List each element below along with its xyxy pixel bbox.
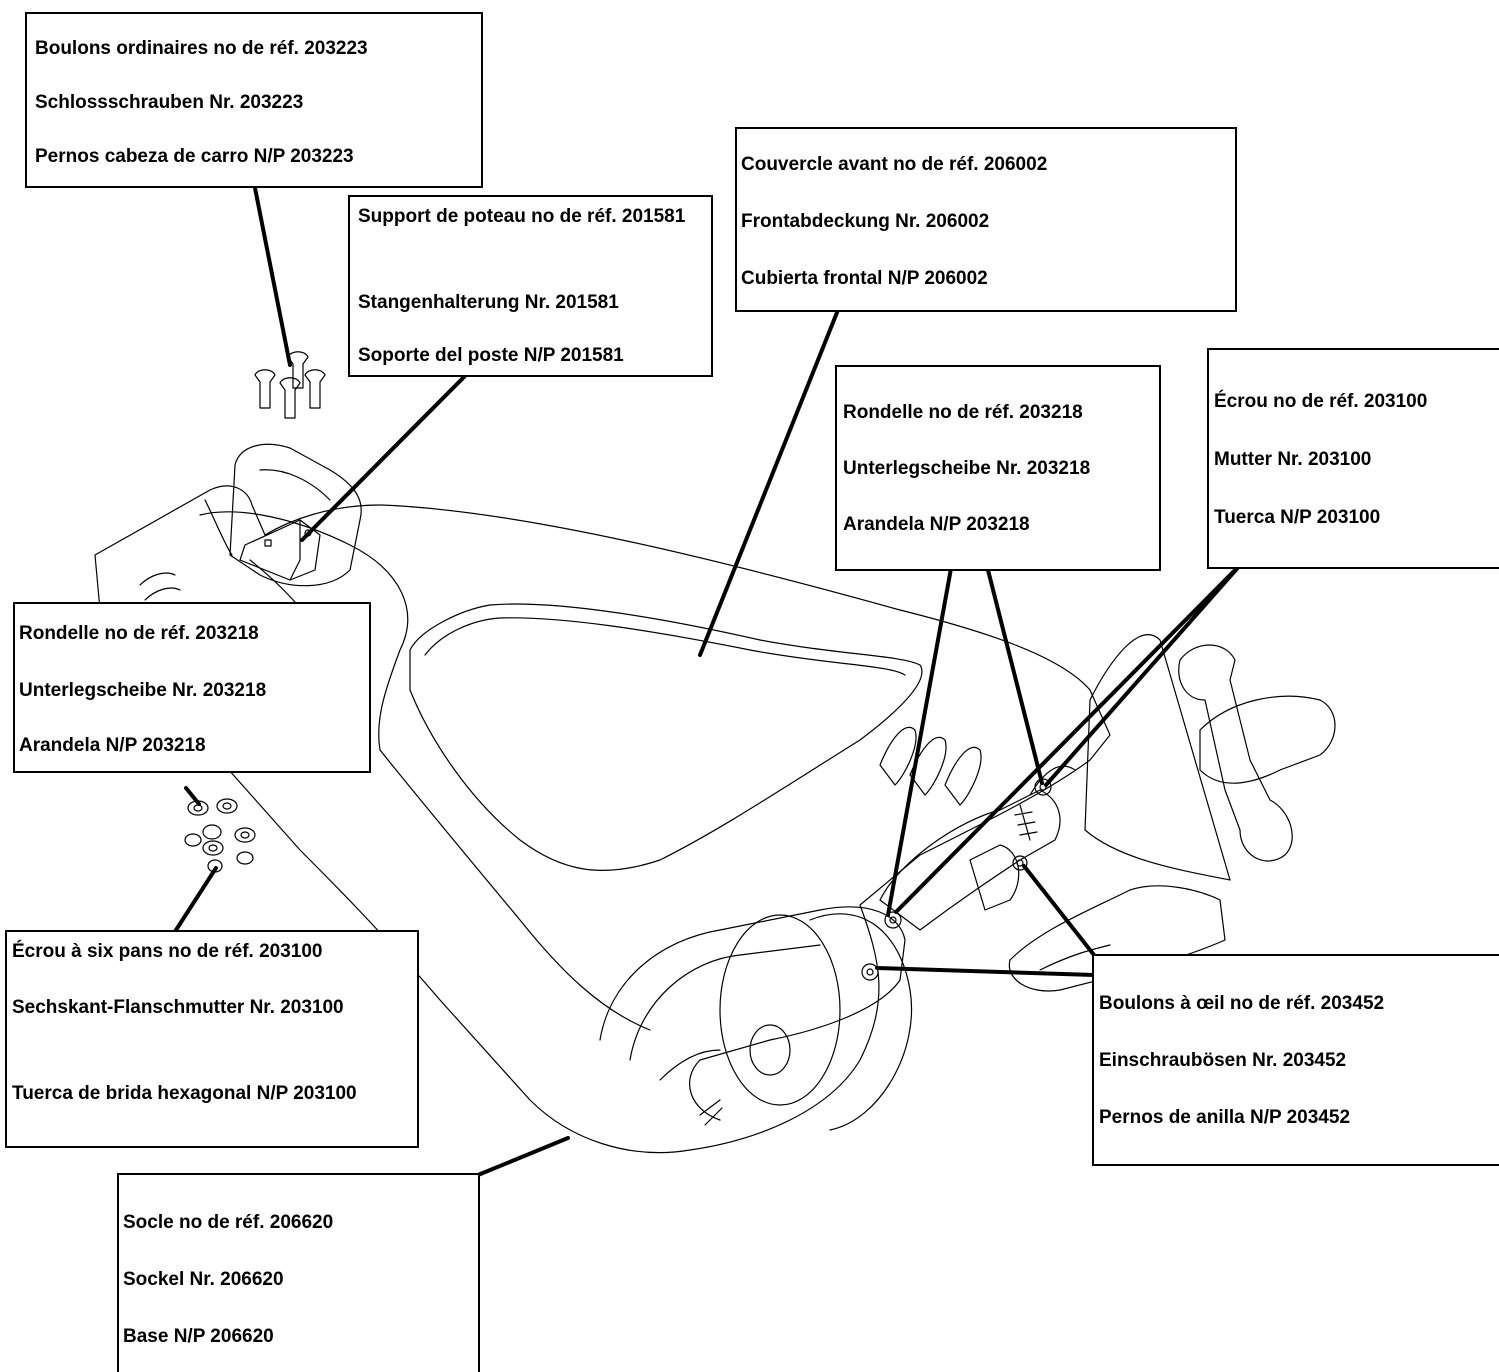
callout-carriage-bolts: Boulons ordinaires no de réf. 203223 Sch… bbox=[25, 12, 483, 188]
callout-nut-right: Écrou no de réf. 203100 Mutter Nr. 20310… bbox=[1207, 348, 1499, 569]
eye-bolt-bracket bbox=[879, 789, 1061, 931]
callout-line: Unterlegscheibe Nr. 203218 bbox=[19, 680, 267, 701]
callout-line: Arandela N/P 203218 bbox=[19, 735, 206, 756]
pole-bracket-shape bbox=[239, 519, 321, 581]
callout-line: Tuerca N/P 203100 bbox=[1214, 507, 1381, 528]
callout-line: Écrou no de réf. 203100 bbox=[1214, 391, 1428, 412]
callout-line: Support de poteau no de réf. 201581 bbox=[358, 206, 686, 227]
callout-line: Einschraubösen Nr. 203452 bbox=[1099, 1050, 1347, 1071]
callout-eye-bolts: Boulons à œil no de réf. 203452 Einschra… bbox=[1092, 954, 1499, 1166]
callout-pole-bracket: Support de poteau no de réf. 201581 Stan… bbox=[348, 195, 713, 377]
cloth-shape bbox=[1084, 634, 1231, 881]
callout-line: Rondelle no de réf. 203218 bbox=[19, 623, 259, 644]
callout-line: Cubierta frontal N/P 206002 bbox=[741, 268, 988, 289]
front-frame bbox=[599, 906, 906, 1121]
callout-line: Base N/P 206620 bbox=[123, 1326, 274, 1347]
callout-line: Rondelle no de réf. 203218 bbox=[843, 402, 1083, 423]
callout-line: Sechskant-Flanschmutter Nr. 203100 bbox=[12, 997, 344, 1018]
callout-line: Pernos cabeza de carro N/P 203223 bbox=[35, 146, 354, 167]
hand-shape bbox=[1199, 695, 1336, 784]
washer-nut-parts bbox=[184, 798, 256, 873]
shoe-shape bbox=[1008, 885, 1226, 992]
leader-lines bbox=[174, 186, 1244, 1177]
callout-line: Sockel Nr. 206620 bbox=[123, 1269, 284, 1290]
callout-line: Boulons à œil no de réf. 203452 bbox=[1099, 993, 1385, 1014]
callout-line: Unterlegscheibe Nr. 203218 bbox=[843, 458, 1091, 479]
callout-line: Boulons ordinaires no de réf. 203223 bbox=[35, 38, 368, 59]
callout-line: Pernos de anilla N/P 203452 bbox=[1099, 1107, 1351, 1128]
carriage-bolt-parts bbox=[254, 351, 326, 419]
callout-front-cover: Couvercle avant no de réf. 206002 Fronta… bbox=[735, 127, 1237, 312]
callout-line: Schlossschrauben Nr. 203223 bbox=[35, 92, 304, 113]
base-shell-ridge bbox=[199, 511, 651, 1031]
pole-mount bbox=[229, 443, 362, 587]
wheel-shape bbox=[719, 914, 841, 1106]
callout-base: Socle no de réf. 206620 Sockel Nr. 20662… bbox=[117, 1173, 480, 1372]
callout-line: Tuerca de brida hexagonal N/P 203100 bbox=[12, 1083, 357, 1104]
wrench-shape bbox=[1178, 644, 1293, 862]
callout-line: Mutter Nr. 203100 bbox=[1214, 449, 1372, 470]
callout-line: Écrou à six pans no de réf. 203100 bbox=[12, 941, 323, 962]
callout-washer-left: Rondelle no de réf. 203218 Unterlegschei… bbox=[13, 602, 371, 773]
callout-line: Couvercle avant no de réf. 206002 bbox=[741, 154, 1048, 175]
callout-washer-right: Rondelle no de réf. 203218 Unterlegschei… bbox=[835, 365, 1161, 571]
callout-line: Frontabdeckung Nr. 206002 bbox=[741, 211, 990, 232]
callout-line: Soporte del poste N/P 201581 bbox=[358, 345, 624, 366]
callout-line: Socle no de réf. 206620 bbox=[123, 1212, 334, 1233]
callout-line: Stangenhalterung Nr. 201581 bbox=[358, 292, 619, 313]
callout-hex-flange-nut: Écrou à six pans no de réf. 203100 Sechs… bbox=[5, 930, 419, 1148]
front-cover-shape bbox=[409, 603, 923, 871]
callout-line: Arandela N/P 203218 bbox=[843, 514, 1030, 535]
